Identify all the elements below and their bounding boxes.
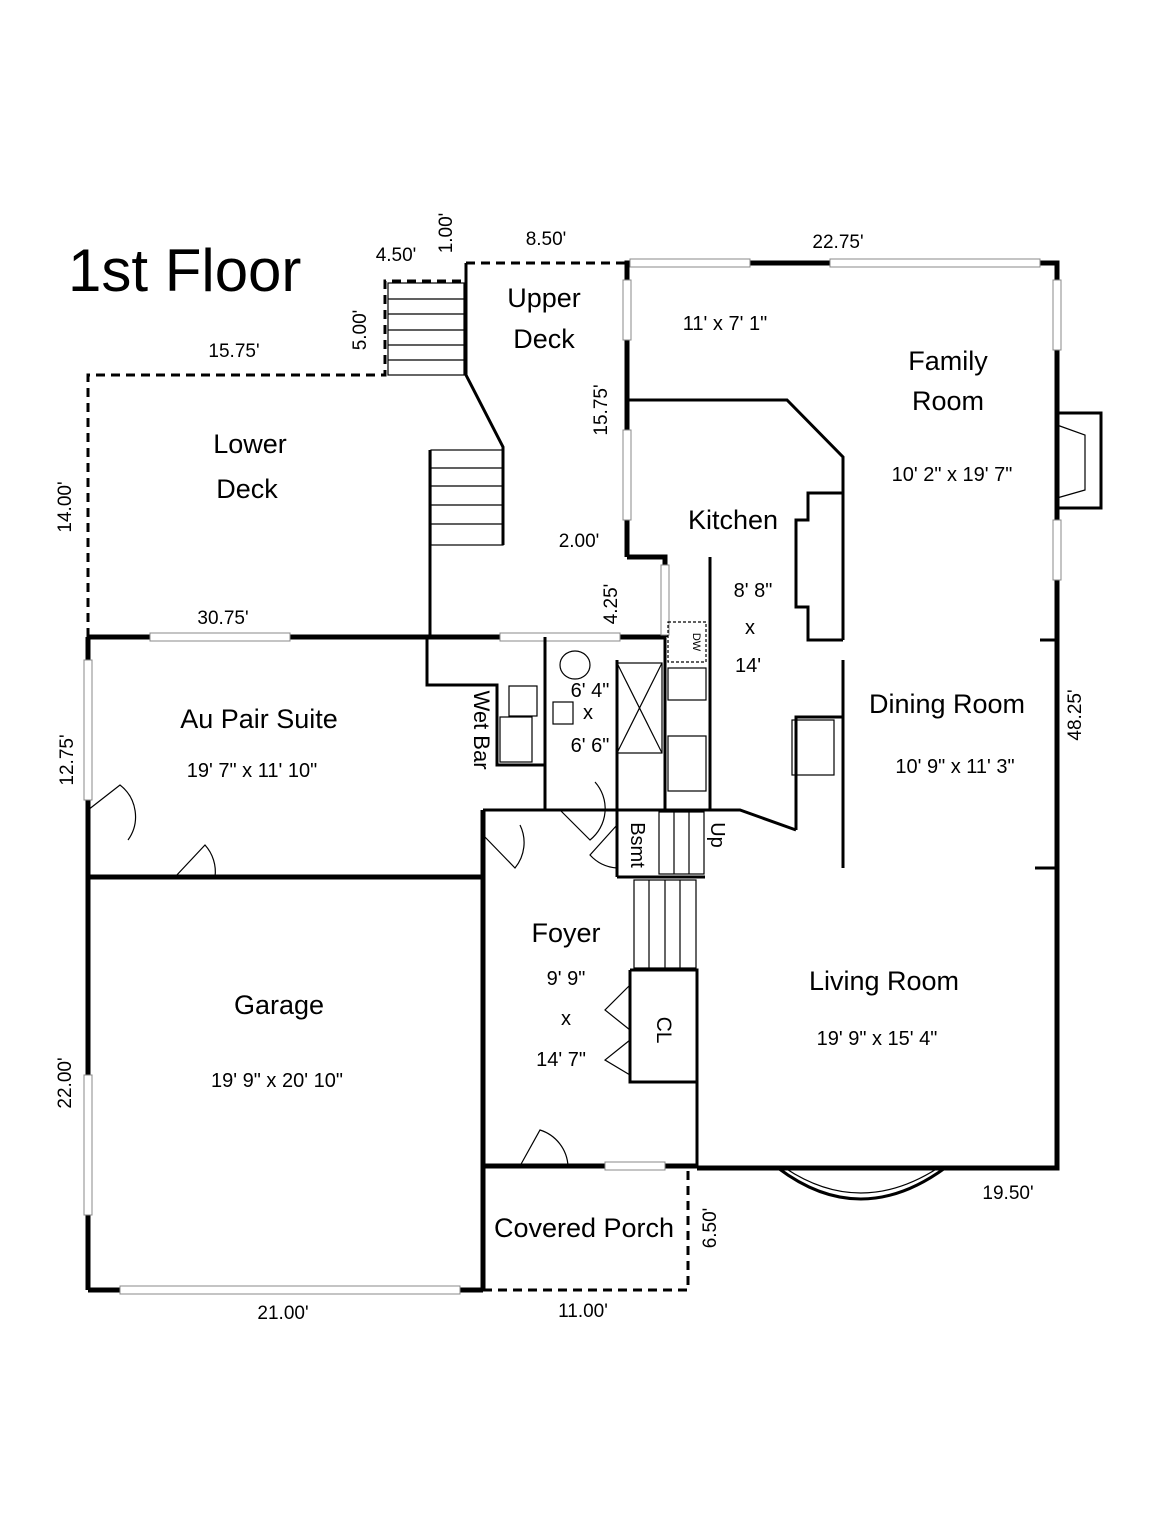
dimension-label: 15.75' xyxy=(208,341,259,362)
wet-bar-label: Wet Bar xyxy=(469,690,494,769)
foyer-size: x xyxy=(561,1008,571,1030)
dining-room-size: 10' 9" x 11' 3" xyxy=(895,756,1014,778)
upper-deck-label: Deck xyxy=(513,324,575,354)
lower-deck-label: Lower xyxy=(213,429,287,459)
dishwasher-label: DW xyxy=(690,633,702,652)
dimension-label: 6.50' xyxy=(700,1208,721,1249)
kitchen-label: Kitchen xyxy=(688,505,778,535)
nook-size: 11' x 7' 1" xyxy=(683,313,767,335)
au-pair-suite-size: 19' 7" x 11' 10" xyxy=(187,760,317,782)
dimension-label: 11.00' xyxy=(558,1301,608,1322)
dimension-label: 1.00' xyxy=(436,213,457,254)
kitchen-size: 14' xyxy=(735,655,761,677)
room-labels: Upper Deck Lower Deck 11' x 7' 1" Family… xyxy=(180,283,1025,1243)
dimension-label: 5.00' xyxy=(350,310,371,351)
dimension-label: 22.75' xyxy=(812,232,863,253)
dimension-label: 21.00' xyxy=(257,1303,308,1324)
stairs-up-label: Up xyxy=(706,822,728,848)
kitchen-size: 8' 8" xyxy=(734,580,773,602)
covered-porch-label: Covered Porch xyxy=(494,1213,674,1243)
bath-size: 6' 6" xyxy=(571,735,610,757)
basement-label: Bsmt xyxy=(626,822,648,868)
garage-label: Garage xyxy=(234,990,324,1020)
dimension-label: 30.75' xyxy=(197,608,248,629)
upper-deck-label: Upper xyxy=(507,283,581,313)
dimension-label: 19.50' xyxy=(982,1183,1033,1204)
dimension-label: 2.00' xyxy=(559,531,600,552)
kitchen-size: x xyxy=(745,617,755,639)
living-room-size: 19' 9" x 15' 4" xyxy=(817,1028,938,1050)
living-room-label: Living Room xyxy=(809,966,959,996)
dimension-label: 14.00' xyxy=(55,481,76,532)
bath-size: 6' 4" xyxy=(571,680,610,702)
family-room-label: Family xyxy=(908,346,988,376)
family-room-size: 10' 2" x 19' 7" xyxy=(892,464,1013,486)
family-room-label: Room xyxy=(912,386,984,416)
dining-room-label: Dining Room xyxy=(869,689,1025,719)
foyer-size: 14' 7" xyxy=(536,1049,586,1071)
dimension-label: 48.25' xyxy=(1065,689,1086,740)
dimension-label: 8.50' xyxy=(526,229,567,250)
dimension-label: 12.75' xyxy=(57,734,78,785)
au-pair-suite-label: Au Pair Suite xyxy=(180,704,338,734)
walls xyxy=(83,258,1103,1295)
dimension-label: 4.50' xyxy=(376,245,417,266)
closet-label: CL xyxy=(652,1017,675,1044)
bath-size: x xyxy=(583,702,593,724)
lower-deck-label: Deck xyxy=(216,474,278,504)
garage-size: 19' 9" x 20' 10" xyxy=(211,1070,343,1092)
dimension-label: 22.00' xyxy=(55,1057,76,1108)
dimension-label: 4.25' xyxy=(601,584,622,625)
floor-title: 1st Floor xyxy=(68,237,301,304)
dimension-labels: 4.50' 1.00' 8.50' 22.75' 15.75' 5.00' 15… xyxy=(55,213,1086,1324)
dimension-label: 15.75' xyxy=(591,384,612,435)
foyer-label: Foyer xyxy=(531,918,600,948)
foyer-size: 9' 9" xyxy=(547,968,586,990)
